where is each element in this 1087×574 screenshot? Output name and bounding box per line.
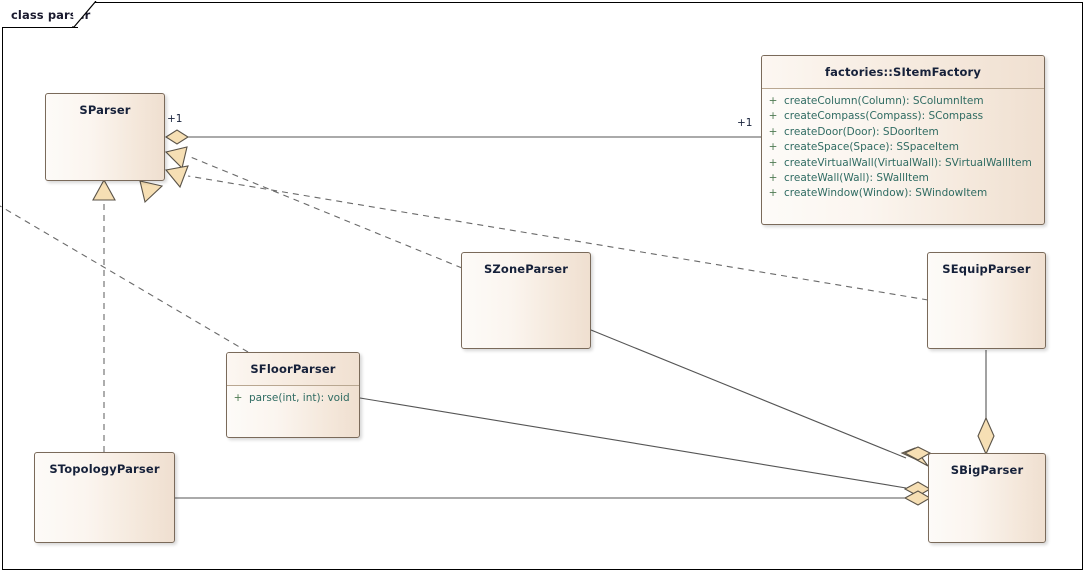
member-signature: createSpace(Space): SSpaceItem (784, 141, 959, 154)
member-signature: createCompass(Compass): SCompass (784, 110, 984, 123)
diagram-title-tab-corner (72, 1, 97, 28)
member-signature: createVirtualWall(VirtualWall): SVirtual… (784, 156, 1032, 169)
edge-sequipparser-sbigparser (977, 350, 995, 456)
class-members-sfloorparser: + parse(int, int): void (227, 386, 359, 412)
edge-szoneparser-sbigparser (590, 329, 932, 467)
edge-szoneparser-sparser (164, 146, 463, 269)
member-signature: parse(int, int): void (249, 392, 350, 404)
diagram-title-tab-underline (2, 27, 78, 28)
multiplicity-factory-end: +1 (737, 117, 753, 129)
class-member: + createDoor(Door): SDoorItem (762, 125, 1044, 140)
class-member: + createColumn(Column): SColumnItem (762, 94, 1044, 109)
edge-sfloorparser-sparser (0, 180, 249, 353)
class-member: + parse(int, int): void (227, 391, 359, 406)
class-member: + createWall(Wall): SWallItem (762, 171, 1044, 186)
class-name-sitemfactory: factories::SItemFactory (762, 56, 1044, 89)
member-visibility: + (768, 141, 778, 154)
edge-sparser-sitemfactory (164, 129, 762, 145)
class-box-stopologyparser[interactable]: STopologyParser (34, 452, 175, 543)
class-member: + createWindow(Window): SWindowItem (762, 186, 1044, 201)
edge-stopologyparser-sparser (92, 178, 116, 452)
class-name-sbigparser: SBigParser (950, 463, 1024, 477)
edge-sfloorparser-sbigparser (359, 397, 932, 497)
class-name-sfloorparser: SFloorParser (227, 353, 359, 386)
class-name-szoneparser: SZoneParser (483, 262, 569, 276)
multiplicity-sparser-end: +1 (167, 113, 183, 125)
class-name-sparser: SParser (79, 103, 131, 117)
class-box-sparser[interactable]: SParser (45, 93, 165, 181)
member-visibility: + (768, 110, 778, 123)
class-name-stopologyparser: STopologyParser (49, 462, 160, 476)
edge-sequipparser-sparser (164, 165, 929, 301)
member-visibility: + (768, 95, 778, 107)
class-box-sequipparser[interactable]: SEquipParser (927, 252, 1046, 349)
class-member: + createVirtualWall(VirtualWall): SVirtu… (762, 156, 1044, 171)
member-visibility: + (233, 392, 243, 404)
member-signature: createDoor(Door): SDoorItem (784, 125, 939, 138)
class-name-sequipparser: SEquipParser (942, 262, 1031, 276)
edge-stopologyparser-sbigparser (175, 490, 932, 506)
class-box-sitemfactory[interactable]: factories::SItemFactory + createColumn(C… (761, 55, 1045, 225)
diagram-title: class parser (11, 8, 91, 22)
class-member: + createSpace(Space): SSpaceItem (762, 140, 1044, 155)
member-visibility: + (768, 187, 778, 200)
class-member: + createCompass(Compass): SCompass (762, 109, 1044, 124)
member-visibility: + (768, 172, 778, 185)
class-box-sbigparser[interactable]: SBigParser (928, 453, 1046, 543)
member-visibility: + (768, 125, 778, 138)
class-box-sfloorparser[interactable]: SFloorParser + parse(int, int): void (226, 352, 360, 438)
class-box-szoneparser[interactable]: SZoneParser (461, 252, 591, 349)
member-signature: createColumn(Column): SColumnItem (784, 95, 984, 107)
member-signature: createWall(Wall): SWallItem (784, 172, 929, 185)
member-visibility: + (768, 156, 778, 169)
member-signature: createWindow(Window): SWindowItem (784, 187, 988, 200)
class-members-sitemfactory: + createColumn(Column): SColumnItem + cr… (762, 89, 1044, 208)
